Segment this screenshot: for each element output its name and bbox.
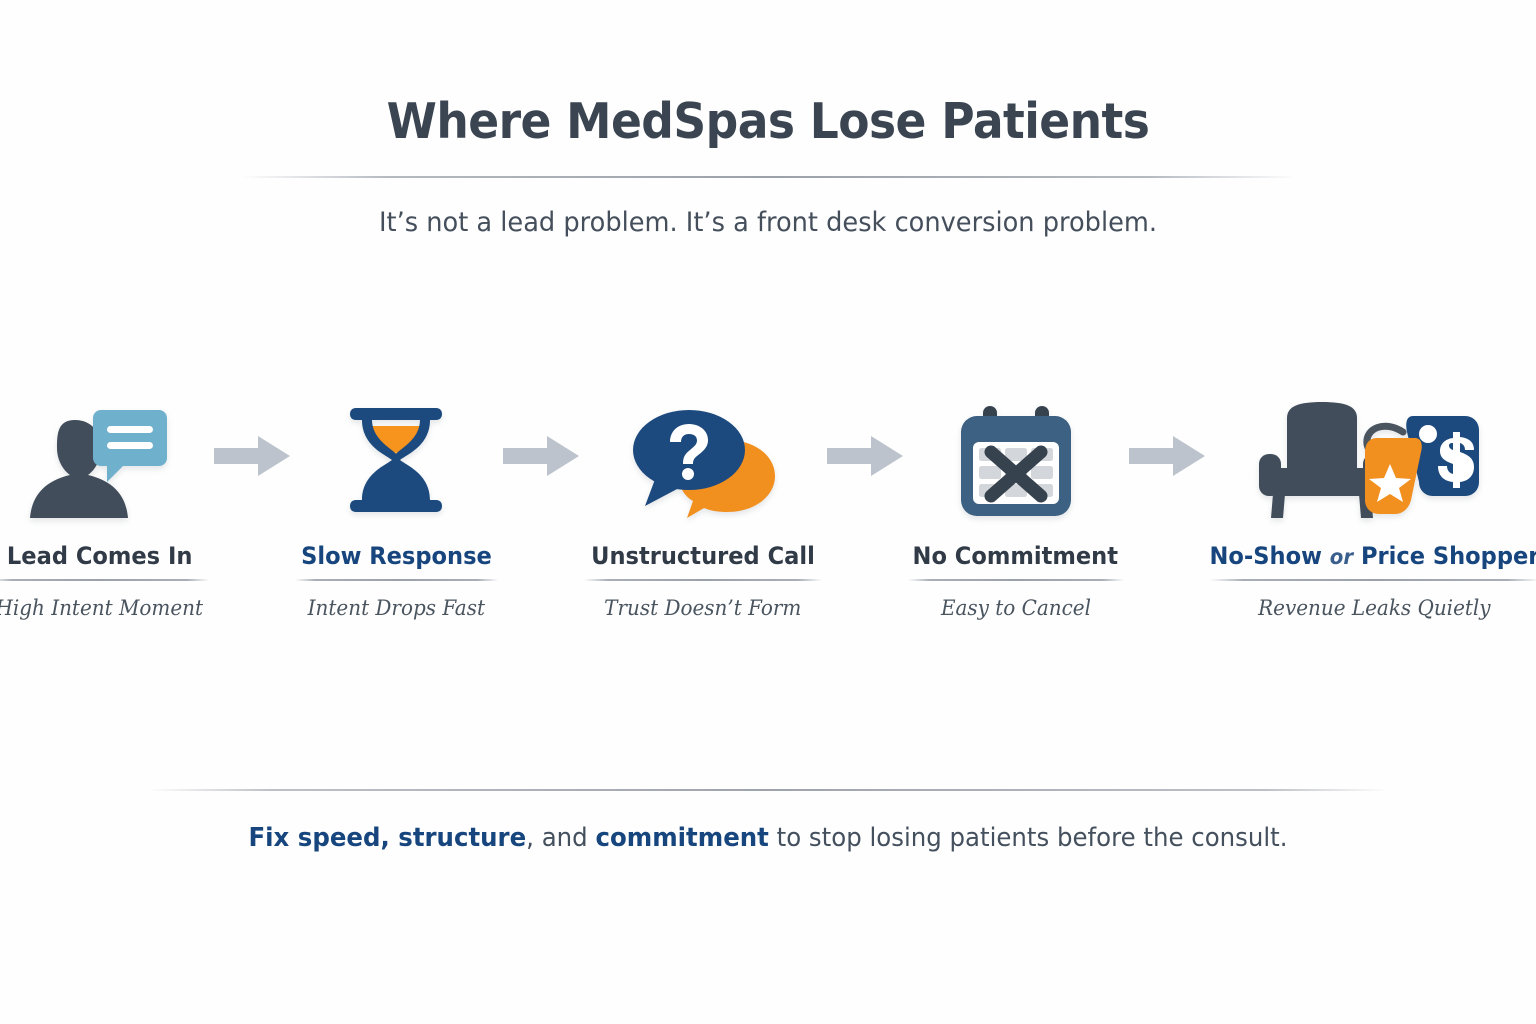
- step-sublabel: Easy to Cancel: [940, 596, 1091, 620]
- step-icon-container: [1257, 392, 1493, 520]
- flow-step-unstructured-call: Unstructured Call Trust Doesn’t Form: [583, 392, 822, 620]
- footer-bold-1: Fix speed, structure: [248, 823, 527, 853]
- page-title: Where MedSpas Lose Patients: [386, 93, 1150, 150]
- step-divider: [1209, 579, 1536, 581]
- flow-arrow-3: [822, 392, 908, 520]
- flow-step-slow-response: Slow Response Intent Drops Fast: [294, 392, 498, 620]
- flow-step-no-commitment: No Commitment Easy to Cancel: [907, 392, 1124, 620]
- flow-arrow-4: [1124, 392, 1210, 520]
- title-divider: [240, 176, 1296, 179]
- footer-mid: , and: [526, 823, 596, 853]
- step-label: Unstructured Call: [590, 542, 815, 570]
- footer-bold-2: commitment: [595, 823, 769, 853]
- footer-divider: [148, 789, 1388, 791]
- arrow-right-icon: [1128, 436, 1205, 476]
- process-flow: Lead Comes In High Intent Moment Slow Re…: [0, 392, 1536, 620]
- flow-arrow-1: [209, 392, 295, 520]
- step-label-part1: No-Show: [1209, 542, 1323, 570]
- step-label: Slow Response: [300, 542, 492, 570]
- step-icon-container: [627, 392, 779, 520]
- arrow-right-icon: [213, 436, 290, 476]
- arrow-right-icon: [502, 436, 579, 476]
- footer-statement: Fix speed, structure, and commitment to …: [46, 823, 1490, 853]
- page-subtitle: It’s not a lead problem. It’s a front de…: [378, 207, 1158, 239]
- step-icon-container: [953, 392, 1079, 520]
- step-label: Lead Comes In: [6, 542, 193, 570]
- step-icon-container: [344, 392, 448, 520]
- step-label: No-Show or Price Shopper: [1210, 542, 1536, 570]
- flow-step-lead-comes-in: Lead Comes In High Intent Moment: [0, 392, 209, 620]
- flow-step-no-show-price-shopper: No-Show or Price Shopper Revenue Leaks Q…: [1209, 392, 1536, 620]
- person-with-speech-bubble-icon: [29, 410, 167, 518]
- step-divider: [0, 579, 209, 581]
- calendar-cancelled-icon: [960, 406, 1071, 516]
- footer-tail: to stop losing patients before the consu…: [768, 823, 1288, 853]
- step-label: No Commitment: [912, 542, 1119, 570]
- hourglass-icon: [350, 408, 443, 512]
- step-divider: [907, 579, 1124, 581]
- step-sublabel: Intent Drops Fast: [307, 596, 485, 620]
- header: Where MedSpas Lose Patients It’s not a l…: [0, 96, 1536, 238]
- arrow-right-icon: [826, 436, 903, 476]
- empty-chair-with-price-tags-icon: [1258, 402, 1479, 518]
- step-divider: [583, 579, 822, 581]
- flow-arrow-2: [498, 392, 584, 520]
- step-icon-container: [25, 392, 175, 520]
- step-sublabel: Revenue Leaks Quietly: [1258, 596, 1491, 620]
- step-label-part2: Price Shopper: [1361, 542, 1536, 570]
- speech-bubbles-question-icon: [632, 410, 775, 518]
- step-sublabel: High Intent Moment: [0, 596, 204, 620]
- step-label-conjunction: or: [1329, 545, 1354, 569]
- step-sublabel: Trust Doesn’t Form: [604, 596, 802, 620]
- step-divider: [294, 579, 498, 581]
